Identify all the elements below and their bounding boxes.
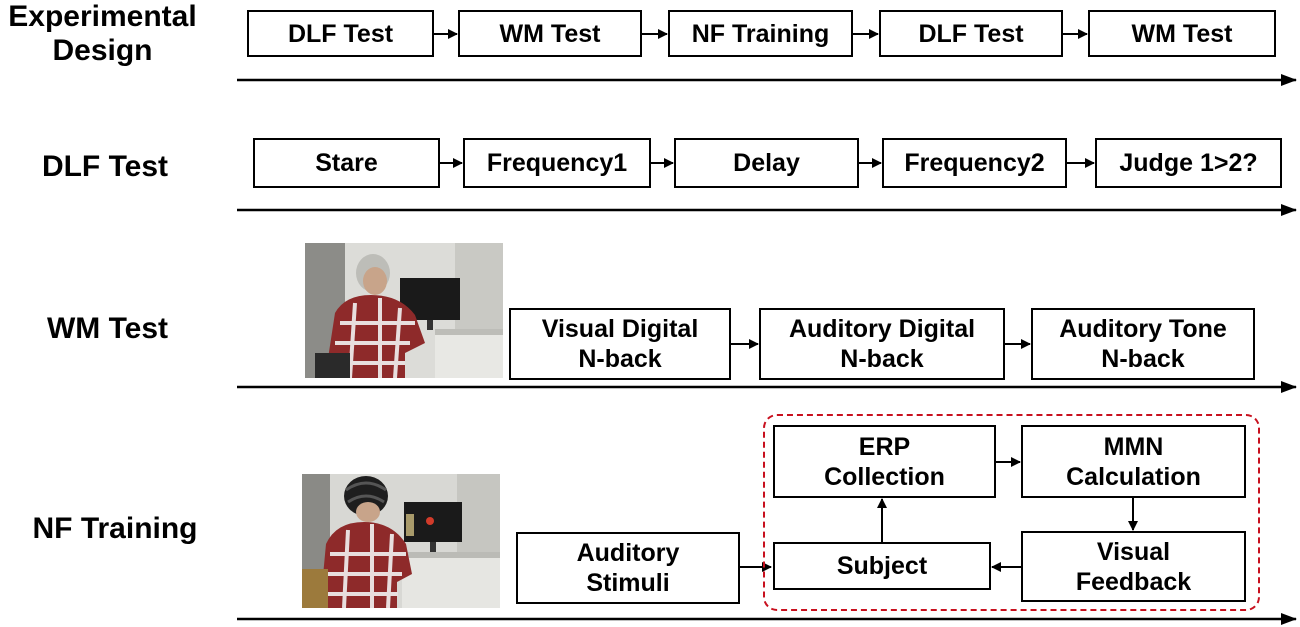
photo-wm-scene	[305, 243, 503, 378]
row-label-dlf-test: DLF Test	[41, 150, 169, 183]
photo-nf-scene	[302, 474, 500, 608]
wm-step-auditory-digital-nback: Auditory Digital N-back	[759, 308, 1005, 380]
dlf-step-delay: Delay	[674, 138, 859, 188]
design-step-dlf-test: DLF Test	[247, 10, 434, 57]
nf-erp-collection: ERP Collection	[773, 425, 996, 498]
dlf-step-judge: Judge 1>2?	[1095, 138, 1282, 188]
dlf-step-frequency2: Frequency2	[882, 138, 1067, 188]
nf-subject: Subject	[773, 542, 991, 590]
row-label-nf-training: NF Training	[32, 512, 198, 545]
design-step-wm-test: WM Test	[458, 10, 642, 57]
design-step-dlf-test-post: DLF Test	[879, 10, 1063, 57]
participant-eeg-cap-photo	[302, 474, 500, 608]
feedback-loop-region	[763, 414, 1260, 611]
design-step-wm-test-post: WM Test	[1088, 10, 1276, 57]
row-label-experimental-design: Experimental Design	[8, 0, 197, 67]
wm-step-auditory-tone-nback: Auditory Tone N-back	[1031, 308, 1255, 380]
nf-mmn-calculation: MMN Calculation	[1021, 425, 1246, 498]
nf-auditory-stimuli: Auditory Stimuli	[516, 532, 740, 604]
row-label-wm-test: WM Test	[46, 312, 169, 345]
dlf-step-stare: Stare	[253, 138, 440, 188]
participant-at-monitor-photo	[305, 243, 503, 378]
wm-step-visual-digital-nback: Visual Digital N-back	[509, 308, 731, 380]
design-step-nf-training: NF Training	[668, 10, 853, 57]
dlf-step-frequency1: Frequency1	[463, 138, 651, 188]
nf-visual-feedback: Visual Feedback	[1021, 531, 1246, 602]
